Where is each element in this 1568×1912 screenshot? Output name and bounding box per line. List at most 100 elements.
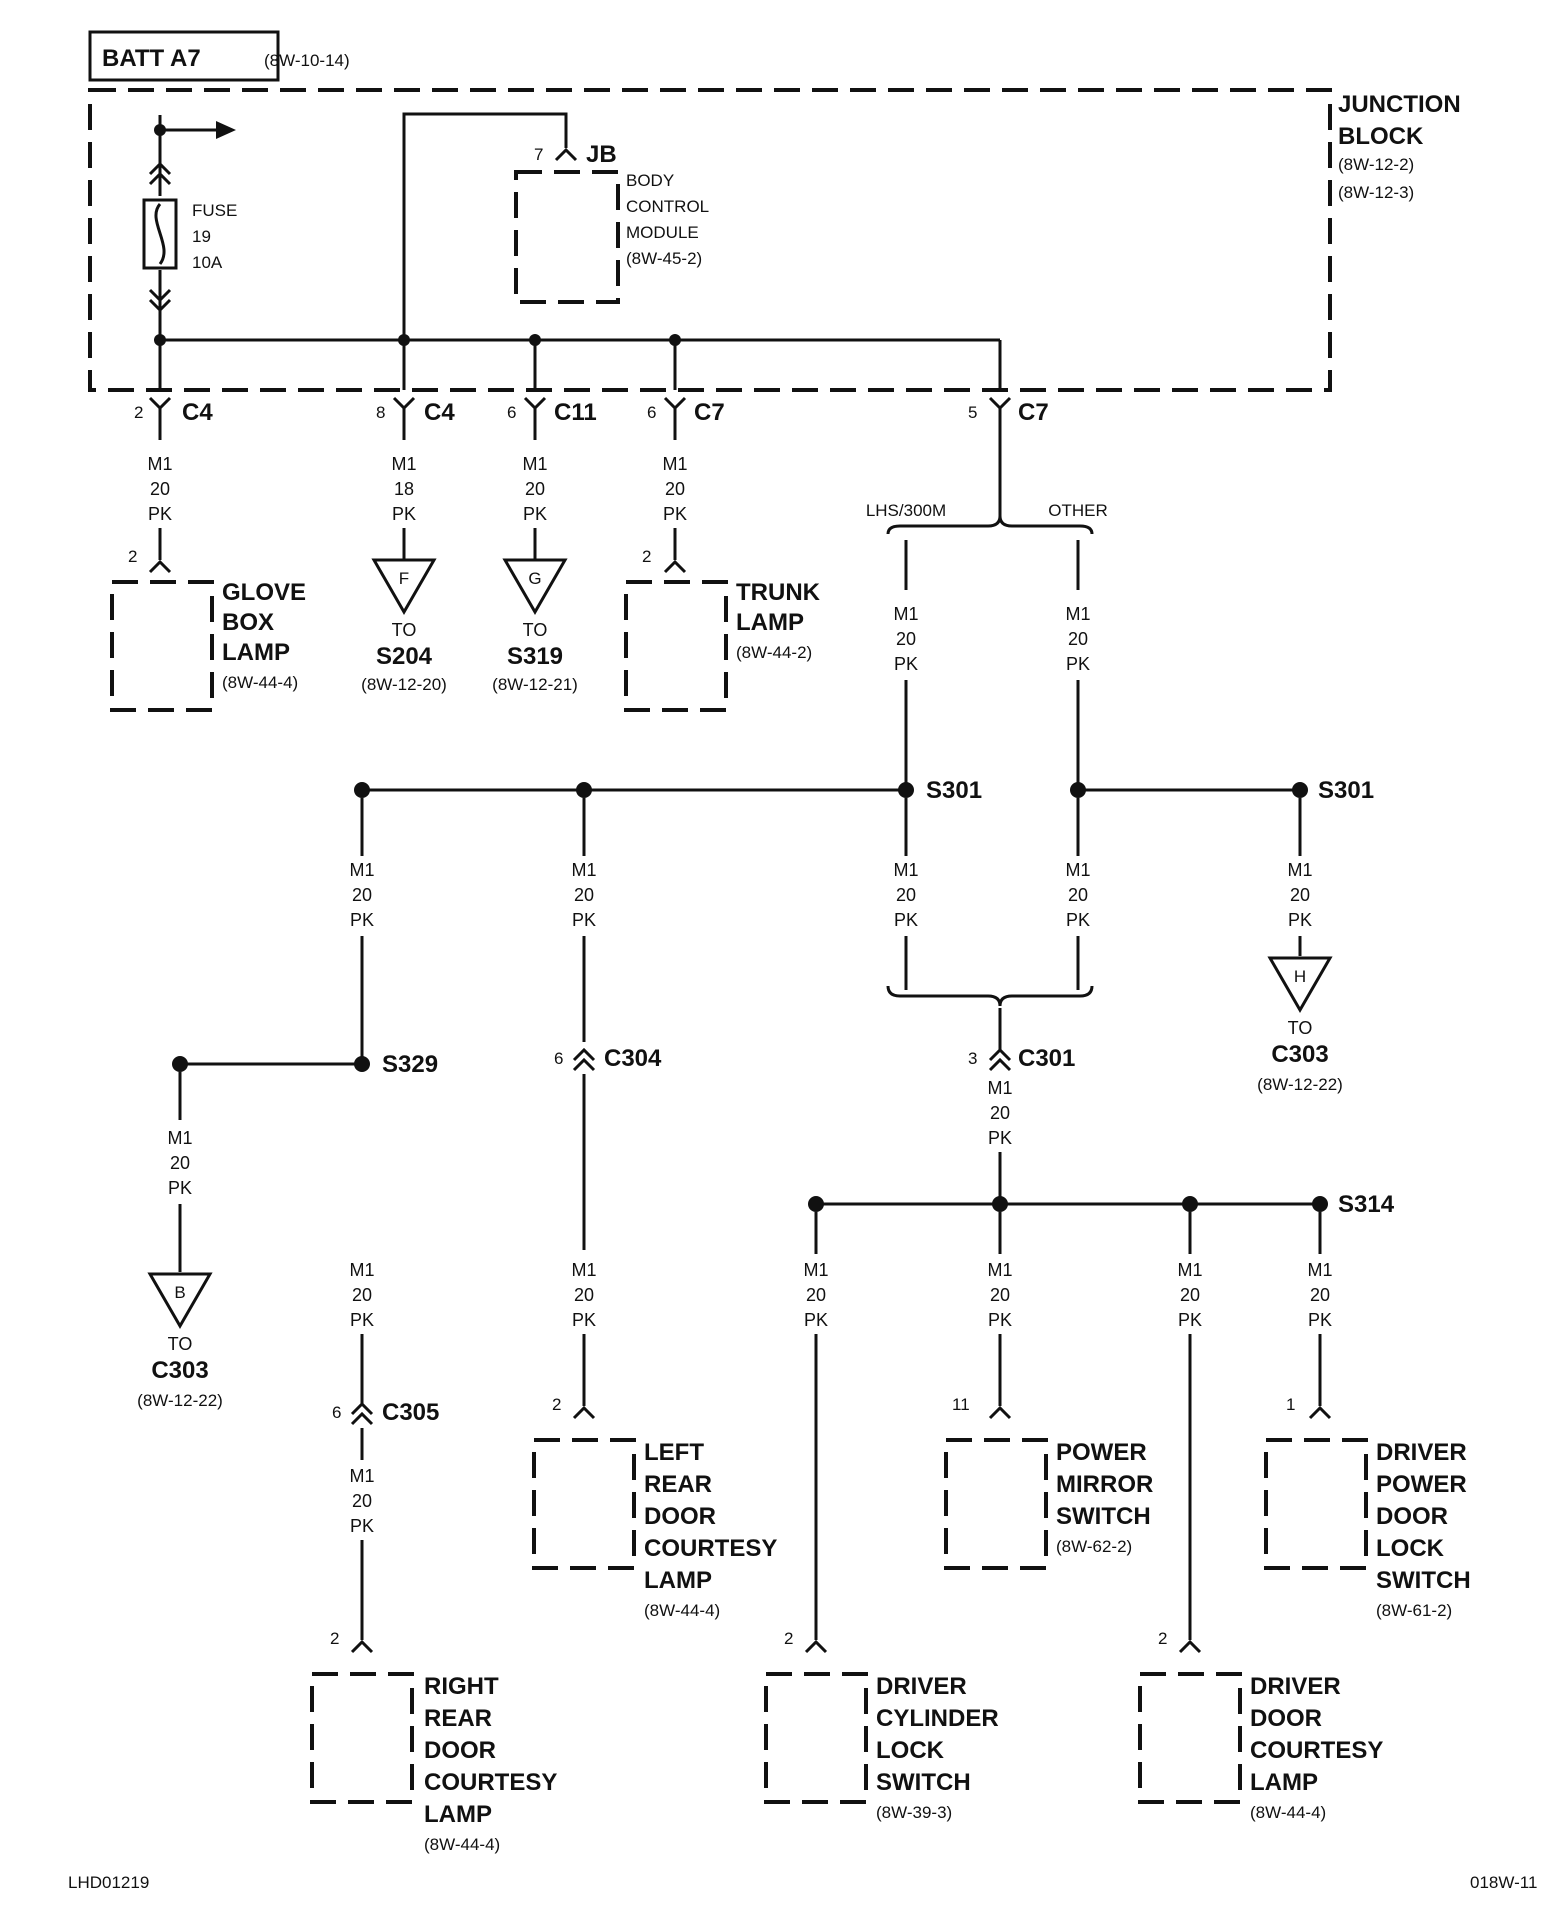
wire-label-b-feed: M1 20 PK (167, 1128, 192, 1198)
offpage-g-icon (502, 558, 568, 616)
s329-node-left (172, 1056, 188, 1072)
mirror-pin: 11 (952, 1395, 970, 1414)
branch-right-label: OTHER (1048, 501, 1108, 520)
offpage-f-to: TO (392, 620, 417, 640)
svg-text:M1: M1 (1177, 1260, 1202, 1280)
c4a-pin: 2 (134, 403, 143, 422)
courtesy-label-4: LAMP (1250, 1769, 1318, 1796)
glove-label-3: LAMP (222, 639, 290, 666)
mirror-pin-icon (988, 1405, 1012, 1420)
svg-text:PK: PK (572, 1310, 596, 1330)
courtesy-box (1138, 1672, 1242, 1804)
mirror-label-1: POWER (1056, 1439, 1147, 1466)
svg-text:20: 20 (806, 1285, 826, 1305)
c11-name: C11 (554, 399, 597, 426)
bcm-label-3: MODULE (626, 223, 699, 242)
bcm-label-2: CONTROL (626, 197, 709, 216)
cylinder-pin: 2 (784, 1629, 793, 1648)
c4b-pin: 8 (376, 403, 385, 422)
right-rear-ref: (8W-44-4) (424, 1835, 500, 1854)
wire-label-left-rear: M1 20 PK (571, 1260, 596, 1330)
trunk-box (624, 580, 728, 712)
svg-text:20: 20 (574, 1285, 594, 1305)
right-rear-pin: 2 (330, 1629, 339, 1648)
svg-text:20: 20 (1068, 629, 1088, 649)
fuse-body (142, 198, 178, 270)
wire-label-lhs-top: M1 20 PK (893, 604, 918, 674)
s301-node-5 (1292, 782, 1308, 798)
fuse-top-chevron-icon (148, 161, 172, 186)
svg-text:PK: PK (350, 910, 374, 930)
wire-label-trunk: M1 20 PK (662, 454, 687, 524)
cylinder-label-4: SWITCH (876, 1769, 971, 1796)
junction-block-title-2: BLOCK (1338, 123, 1424, 150)
footer-right-code: 018W-11 (1470, 1873, 1537, 1892)
offpage-f-ref: (8W-12-20) (361, 675, 447, 694)
svg-text:20: 20 (1180, 1285, 1200, 1305)
svg-text:20: 20 (574, 885, 594, 905)
mirror-label-2: MIRROR (1056, 1471, 1153, 1498)
s314-node-2 (992, 1196, 1008, 1212)
svg-text:PK: PK (392, 504, 416, 524)
wire-label-courtesy: M1 20 PK (1177, 1260, 1202, 1330)
svg-text:20: 20 (525, 479, 545, 499)
cylinder-box (764, 1672, 868, 1804)
s329-node-right (354, 1056, 370, 1072)
bus-node-1 (154, 334, 166, 346)
offpage-f-icon (371, 558, 437, 616)
c11-pin: 6 (507, 403, 516, 422)
trunk-pin-icon (663, 559, 687, 574)
right-rear-pin-icon (350, 1639, 374, 1654)
offpage-b-icon (147, 1272, 213, 1330)
glove-label-2: BOX (222, 609, 274, 636)
mirror-ref: (8W-62-2) (1056, 1537, 1132, 1556)
fuse-label: FUSE (192, 201, 237, 220)
svg-text:M1: M1 (987, 1260, 1012, 1280)
svg-text:20: 20 (352, 1491, 372, 1511)
svg-text:M1: M1 (147, 454, 172, 474)
right-rear-label-4: COURTESY (424, 1769, 557, 1796)
courtesy-label-2: DOOR (1250, 1705, 1322, 1732)
svg-text:M1: M1 (349, 1466, 374, 1486)
svg-text:PK: PK (1288, 910, 1312, 930)
s301-node-4 (1070, 782, 1086, 798)
c7a-name: C7 (694, 399, 725, 426)
c4b-name: C4 (424, 399, 455, 426)
svg-text:M1: M1 (522, 454, 547, 474)
c304-connector-icon (572, 1047, 596, 1072)
offpage-f-letter: F (399, 569, 409, 588)
wire-label-s204: M1 18 PK (391, 454, 416, 524)
svg-text:20: 20 (170, 1153, 190, 1173)
glove-pin-icon (148, 559, 172, 574)
c301-pin: 3 (968, 1049, 977, 1068)
feed-arrow-icon (216, 121, 236, 139)
svg-text:20: 20 (1290, 885, 1310, 905)
glove-pin: 2 (128, 547, 137, 566)
offpage-f-dest: S204 (376, 643, 433, 670)
glove-ref: (8W-44-4) (222, 673, 298, 692)
splice-s329: S329 (382, 1051, 438, 1078)
svg-text:PK: PK (894, 654, 918, 674)
svg-text:PK: PK (663, 504, 687, 524)
left-rear-ref: (8W-44-4) (644, 1601, 720, 1620)
splice-s301b: S301 (1318, 777, 1374, 804)
courtesy-pin: 2 (1158, 1629, 1167, 1648)
trunk-pin: 2 (642, 547, 651, 566)
left-rear-pin: 2 (552, 1395, 561, 1414)
trunk-label-1: TRUNK (736, 579, 821, 606)
footer-left-code: LHD01219 (68, 1873, 149, 1892)
batt-label-box (88, 30, 280, 82)
svg-text:20: 20 (1068, 885, 1088, 905)
bcm-pin: 7 (534, 145, 543, 164)
left-rear-label-4: COURTESY (644, 1535, 777, 1562)
c7a-pin: 6 (647, 403, 656, 422)
cylinder-pin-icon (804, 1639, 828, 1654)
s314-node-3 (1182, 1196, 1198, 1212)
c305-name: C305 (382, 1399, 439, 1426)
c301-connector-icon (988, 1047, 1012, 1072)
offpage-g-ref: (8W-12-21) (492, 675, 578, 694)
svg-text:PK: PK (988, 1128, 1012, 1148)
courtesy-ref: (8W-44-4) (1250, 1803, 1326, 1822)
offpage-b-to: TO (168, 1334, 193, 1354)
c4b-pin-icon (392, 396, 416, 440)
